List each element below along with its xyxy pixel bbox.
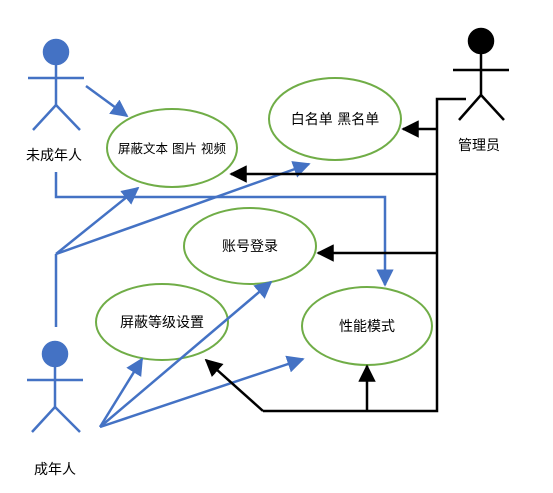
- use-case-performance-mode-label: 性能模式: [339, 319, 395, 335]
- actor-adult-head-icon: [41, 340, 69, 368]
- actor-admin-label: 管理员: [458, 138, 500, 154]
- actor-adult-label: 成年人: [34, 462, 76, 478]
- link-adult-performance-mode: [99, 355, 305, 429]
- minor-links: [54, 84, 394, 287]
- use-case-whitelist-blacklist: 白名单 黑名单: [268, 77, 402, 161]
- link-minor-block-content: [85, 84, 129, 118]
- actor-adult: [27, 340, 83, 433]
- use-case-block-level-label: 屏蔽等级设置: [120, 314, 204, 331]
- use-case-block-content-label: 屏蔽文本 图片 视频: [118, 141, 226, 156]
- link-adult-block-content: [55, 186, 140, 255]
- use-case-block-level: 屏蔽等级设置: [95, 283, 229, 361]
- use-case-performance-mode: 性能模式: [301, 286, 433, 366]
- actor-admin-head-icon: [467, 27, 495, 55]
- use-case-whitelist-blacklist-label: 白名单 黑名单: [291, 112, 379, 128]
- actor-minor-head-icon: [42, 38, 70, 66]
- adult-links: [54, 161, 311, 429]
- actor-admin: [453, 27, 509, 121]
- link-admin-bus: [263, 97, 466, 413]
- link-adult-whitelist: [55, 161, 311, 256]
- link-adult-block-level: [98, 357, 144, 428]
- actor-minor-label: 未成年人: [26, 148, 82, 164]
- use-case-account-login-label: 账号登录: [222, 239, 278, 255]
- use-case-account-login: 账号登录: [183, 207, 317, 285]
- actor-minor: [28, 38, 84, 131]
- link-adult-account-login: [99, 280, 273, 428]
- use-case-block-content: 屏蔽文本 图片 视频: [106, 108, 238, 188]
- link-admin-block-level: [204, 358, 264, 412]
- link-minor-performance-mode: [54, 172, 394, 287]
- admin-links: [204, 97, 466, 413]
